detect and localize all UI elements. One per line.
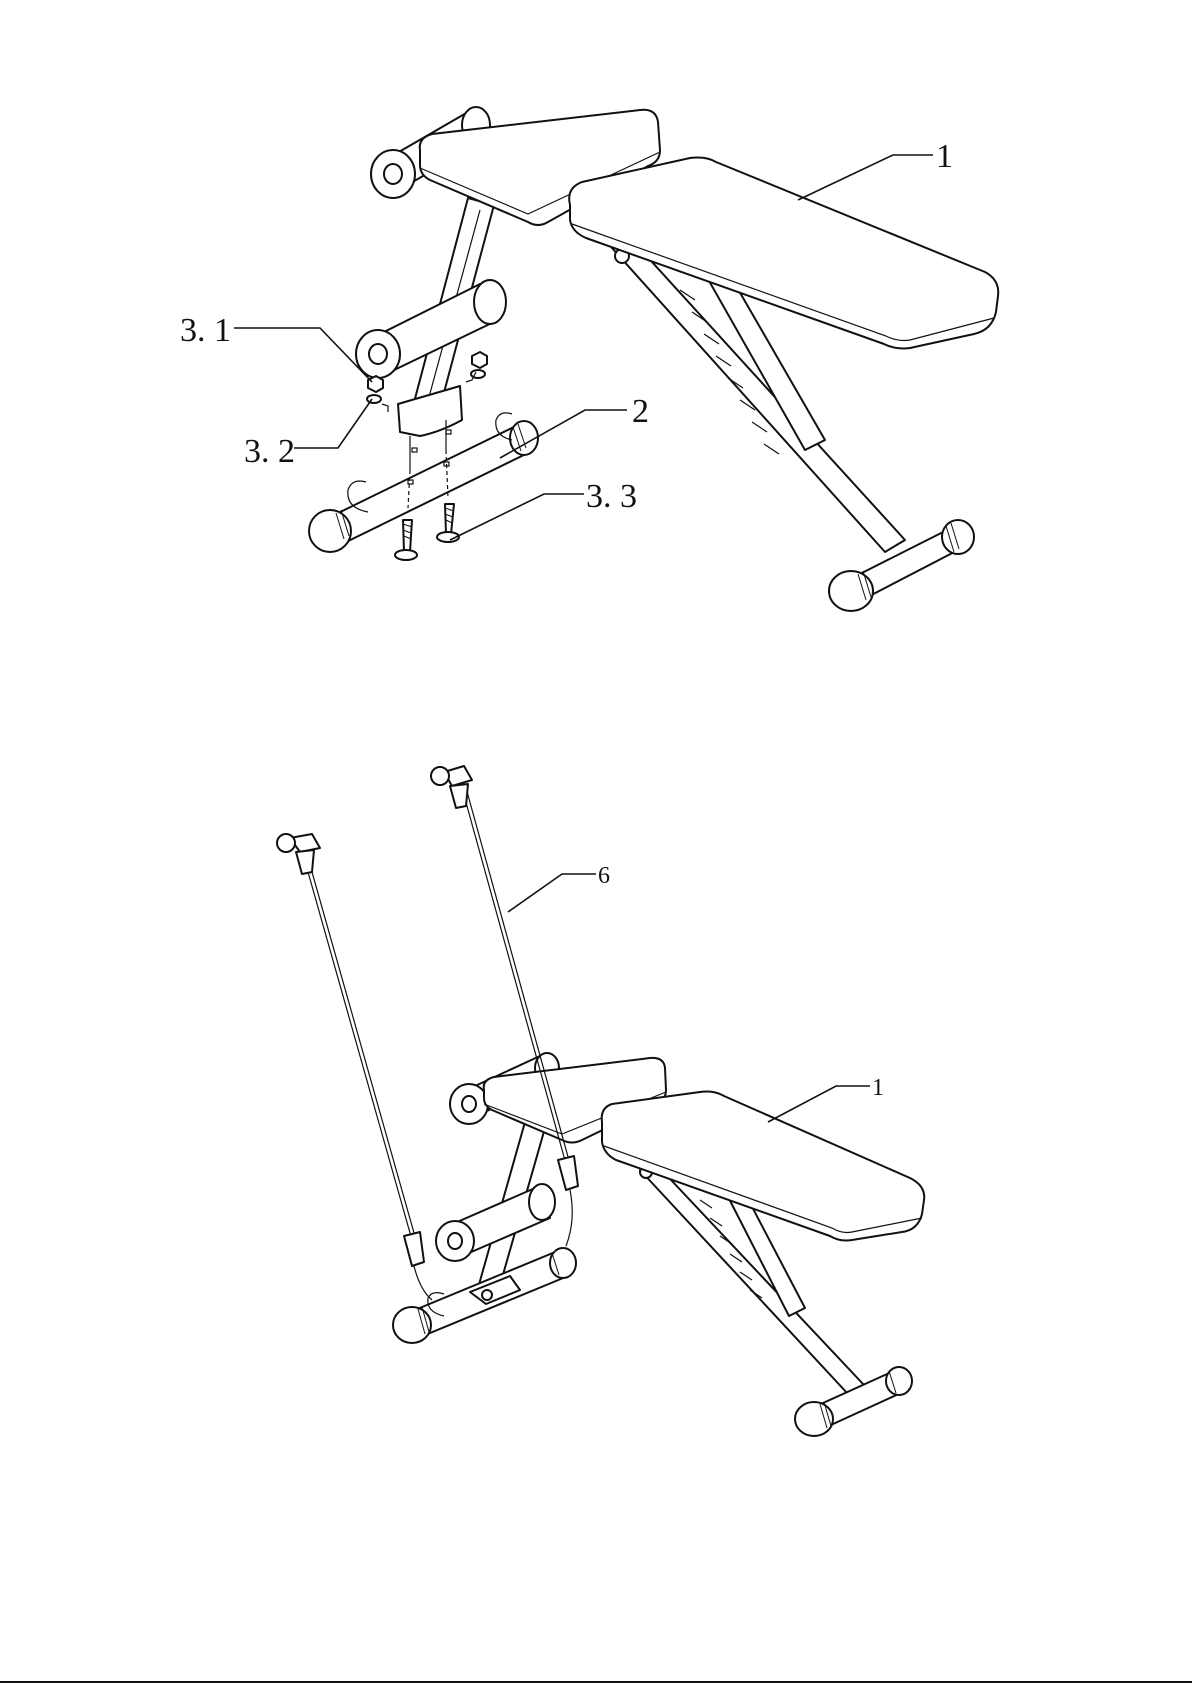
callout-1-top: 1 [936, 138, 953, 175]
top-bracket-plate [398, 386, 462, 452]
bottom-resistance-band-right [431, 766, 578, 1246]
callout-3-3: 3. 3 [586, 478, 637, 515]
callout-2: 2 [632, 393, 649, 430]
callout-3-1: 3. 1 [180, 312, 231, 349]
callout-6: 6 [598, 863, 610, 889]
bottom-figure: 6 1 [277, 766, 924, 1436]
top-figure: 1 3. 1 2 3. 2 3. 3 [180, 107, 998, 611]
bottom-resistance-band-left [277, 834, 432, 1300]
top-back-pad [569, 158, 998, 349]
top-rear-foot-tube [829, 520, 974, 611]
callout-3-2: 3. 2 [244, 433, 295, 470]
callout-1-bottom: 1 [872, 1075, 884, 1101]
bottom-back-pad [602, 1092, 925, 1241]
